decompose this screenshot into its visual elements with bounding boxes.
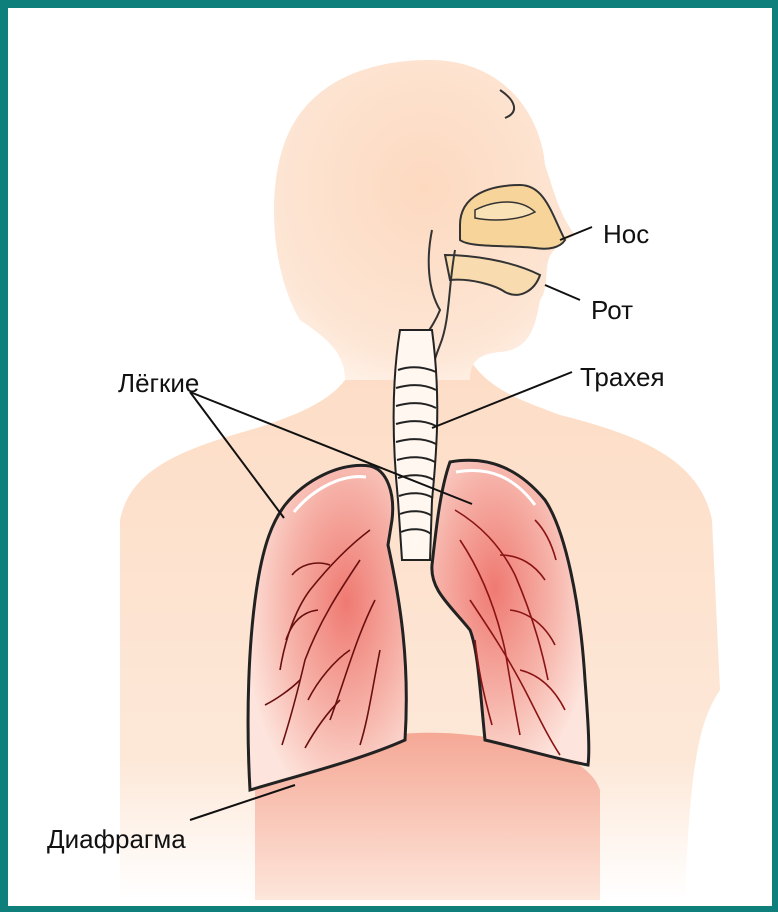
label-mouth: Рот: [591, 297, 633, 323]
diagram-frame: Нос Рот Трахея Лёгкие Диафрагма: [8, 8, 772, 906]
label-nose: Нос: [603, 221, 649, 247]
leader-mouth: [545, 285, 580, 300]
label-diaphragm: Диафрагма: [47, 826, 186, 852]
trachea: [394, 330, 438, 560]
label-trachea: Трахея: [580, 364, 665, 390]
label-lungs: Лёгкие: [118, 370, 199, 396]
respiratory-system-diagram: [8, 8, 772, 906]
